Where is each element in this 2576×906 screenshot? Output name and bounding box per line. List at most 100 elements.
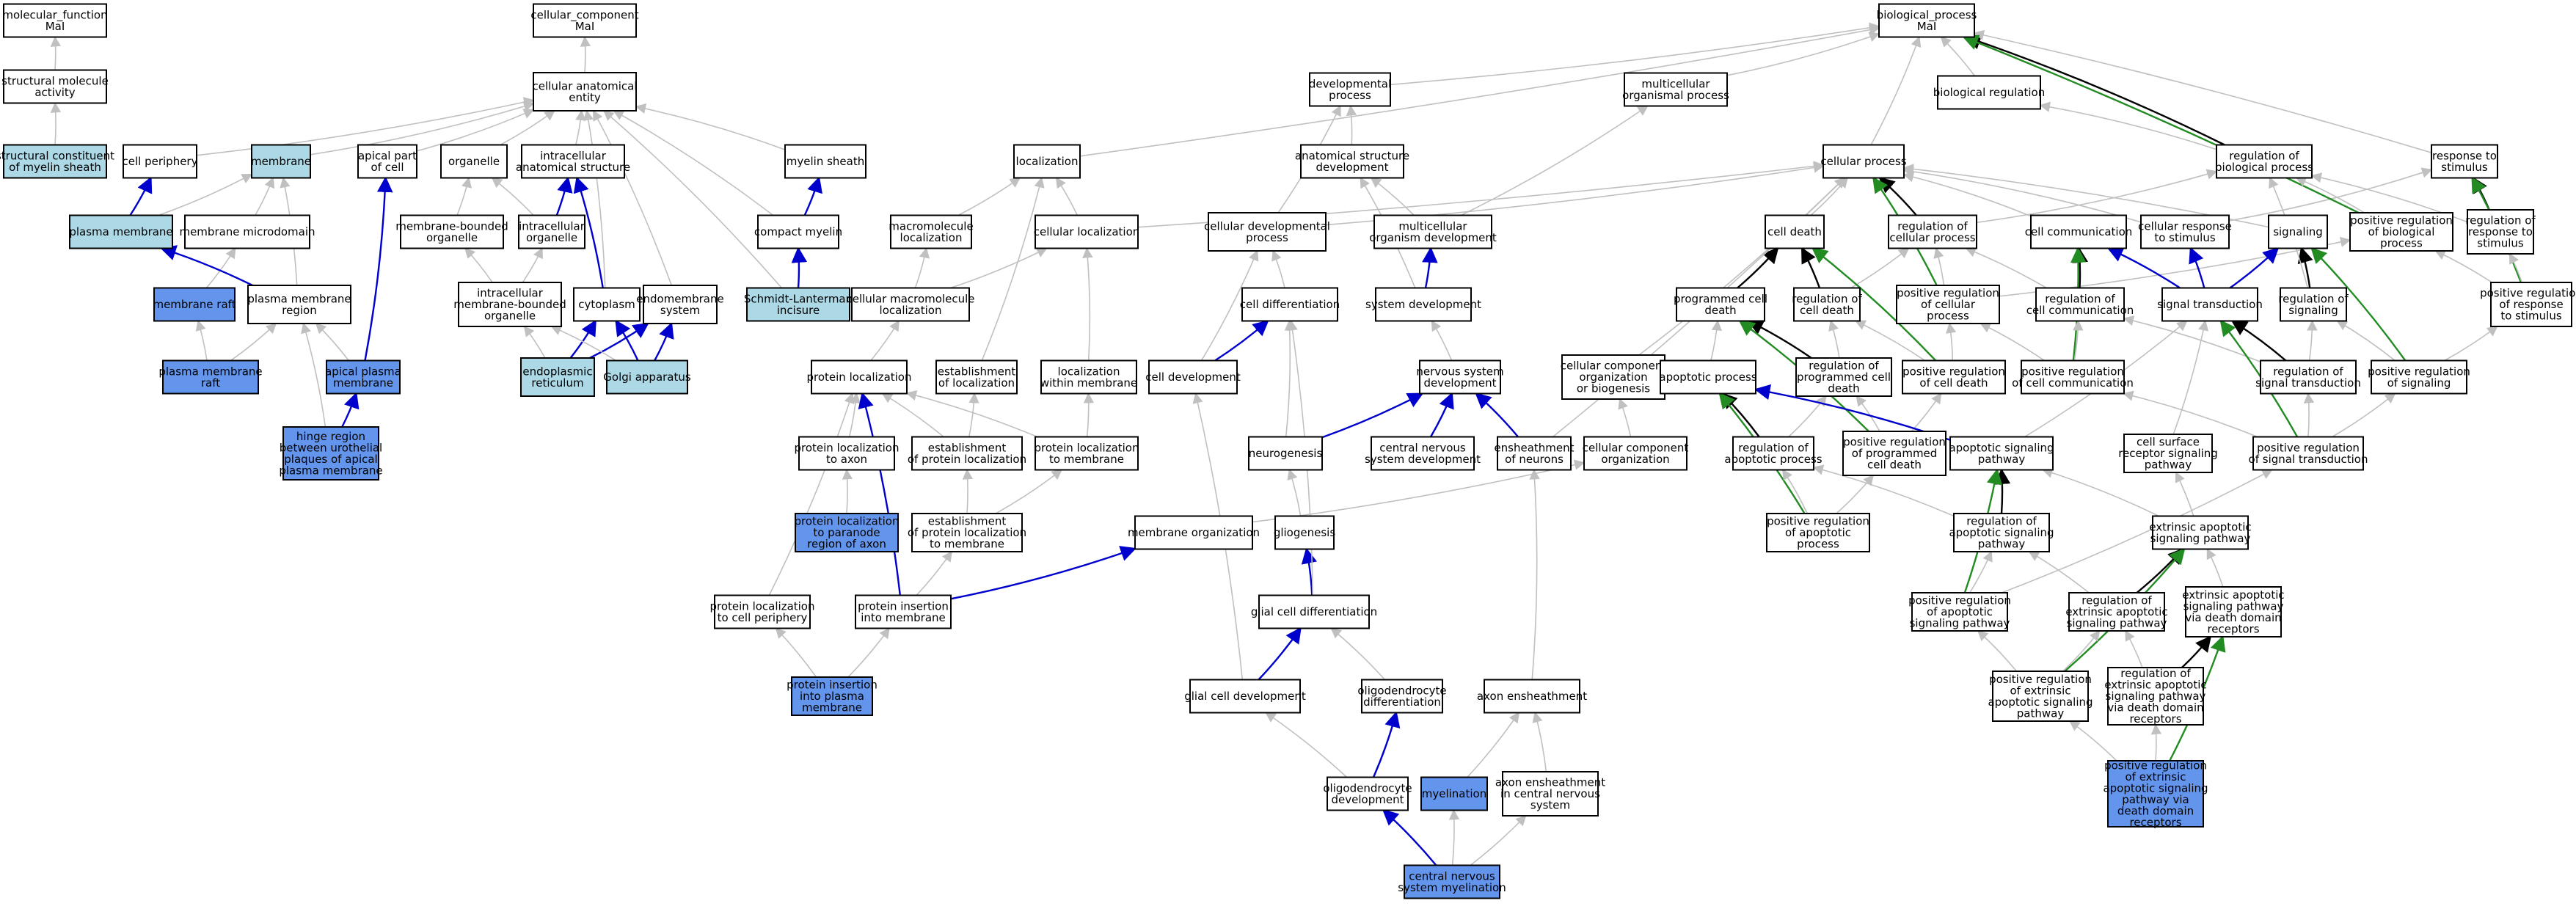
go-term-node-gcd[interactable]: glial cell differentiation — [1251, 594, 1377, 629]
go-term-node-cproc[interactable]: cellular process — [1820, 144, 1907, 179]
go-term-node-loc[interactable]: localization — [1013, 144, 1081, 179]
go-term-node-pm[interactable]: plasma membrane — [69, 214, 173, 249]
go-term-node-ploc[interactable]: protein localization — [806, 359, 912, 395]
go-term-node-org[interactable]: organelle — [440, 144, 508, 179]
go-term-node-golgi[interactable]: Golgi apparatus — [603, 359, 691, 395]
go-term-node-breg[interactable]: biological regulation — [1933, 75, 2045, 110]
go-term-node-ms[interactable]: myelin sheath — [784, 144, 866, 179]
go-term-node-cper[interactable]: cell periphery — [123, 144, 198, 179]
go-term-node-cm[interactable]: compact myelin — [754, 214, 842, 249]
go-term-node-neuro[interactable]: neurogenesis — [1248, 436, 1323, 471]
go-term-node-glio[interactable]: gliogenesis — [1274, 515, 1336, 550]
go-term-node-myel[interactable]: myelination — [1420, 776, 1488, 811]
go-term-node-cloc[interactable]: cellular localization — [1034, 214, 1140, 249]
go-term-node-mmd[interactable]: membrane microdomain — [179, 214, 315, 249]
go-term-node-mem[interactable]: membrane — [251, 144, 311, 179]
go-term-node-cyto[interactable]: cytoplasm — [573, 287, 641, 322]
go-term-node-sysdev[interactable]: system development — [1365, 287, 1481, 322]
go-term-node-sig[interactable]: signaling — [2268, 214, 2328, 249]
go-term-node-morg[interactable]: membrane organization — [1128, 515, 1260, 550]
go-term-node-mraft[interactable]: membrane raft — [153, 287, 236, 322]
go-term-node-ap[interactable]: apoptotic process — [1659, 359, 1757, 395]
go-term-node-ccom[interactable]: cell communication — [2025, 214, 2133, 249]
go-term-node-cdiff[interactable]: cell differentiation — [1240, 287, 1340, 322]
go-term-node-axens[interactable]: axon ensheathment — [1477, 679, 1587, 714]
go-term-node-st[interactable]: signal transduction — [2157, 287, 2263, 322]
go-term-node-cdeath[interactable]: cell death — [1765, 214, 1825, 249]
go-term-node-cdev[interactable]: cell development — [1145, 359, 1241, 395]
go-term-node-gcdev[interactable]: glial cell development — [1184, 679, 1306, 714]
